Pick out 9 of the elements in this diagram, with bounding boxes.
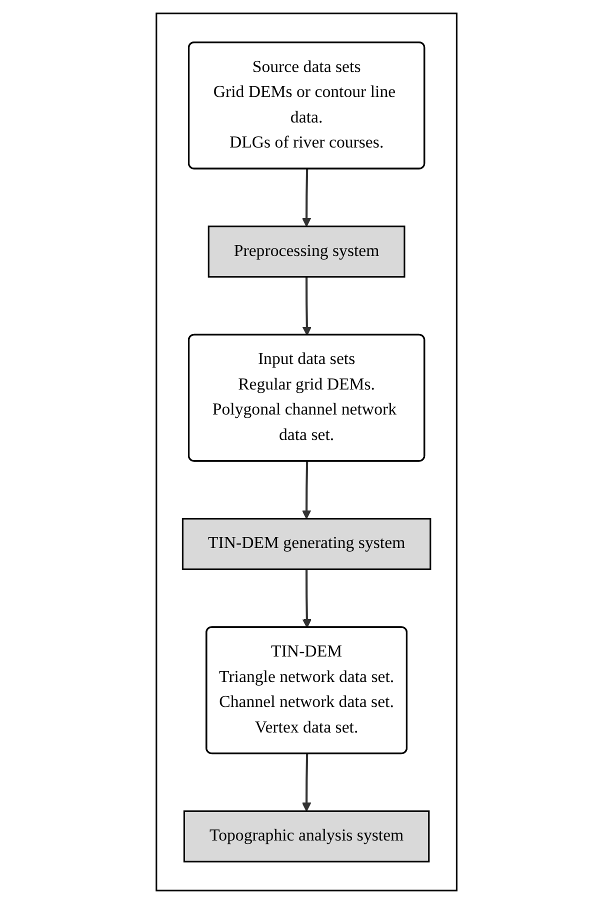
node-box: TIN-DEM generating system bbox=[182, 518, 432, 570]
arrow bbox=[302, 276, 312, 336]
node-box: Topographic analysis system bbox=[183, 810, 430, 862]
arrow bbox=[302, 569, 312, 628]
node-box: Preprocessing system bbox=[208, 226, 406, 278]
cluster bbox=[156, 12, 458, 892]
arrow bbox=[302, 169, 312, 227]
arrow bbox=[302, 754, 312, 812]
arrow bbox=[302, 461, 312, 520]
